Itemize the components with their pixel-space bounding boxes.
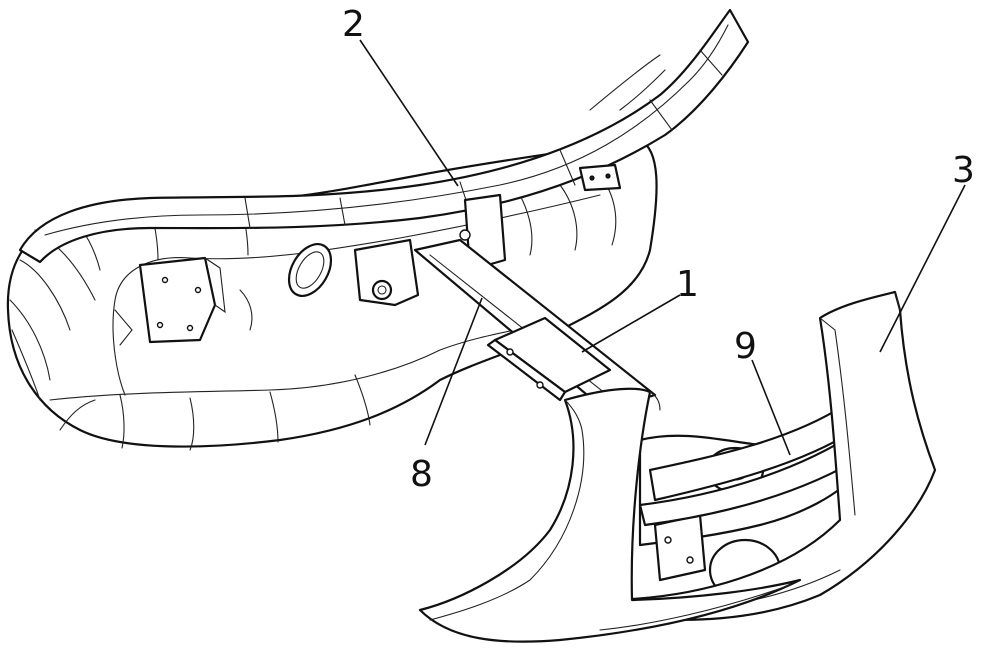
label-part-9: 9 — [734, 326, 757, 367]
label-part-1: 1 — [676, 264, 699, 305]
left-shell-part — [8, 140, 657, 450]
leader-3 — [880, 185, 965, 352]
label-part-8: 8 — [410, 454, 433, 495]
leader-2 — [360, 40, 458, 186]
label-part-3: 3 — [952, 150, 975, 191]
upper-small-brackets — [580, 165, 620, 190]
label-part-2: 2 — [342, 4, 365, 45]
